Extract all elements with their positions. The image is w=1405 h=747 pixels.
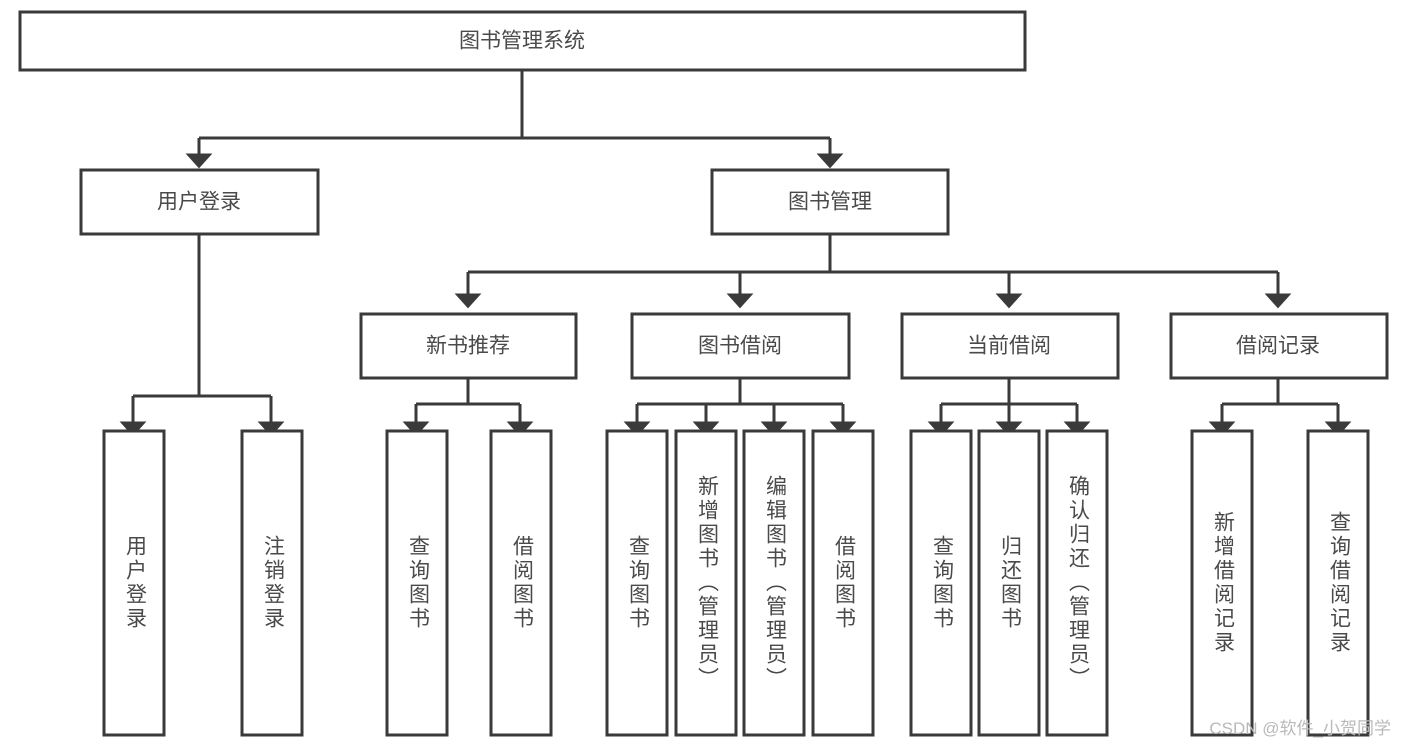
- leaf-current-borrow-query-label: 查询图书: [930, 535, 954, 631]
- leaf-borrow-record-query-label: 查询借阅记录: [1327, 511, 1351, 655]
- connector-borrowrecord-to-leaves: [1208, 378, 1352, 437]
- leaf-current-borrow-return-label: 归还图书: [998, 535, 1022, 631]
- leaf-new-book-borrow-label: 借阅图书: [510, 535, 534, 631]
- connector-bookborrow-to-leaves: [623, 378, 857, 437]
- leaf-new-book-query[interactable]: 查询图书: [385, 429, 449, 737]
- node-book-borrow[interactable]: 图书借阅: [630, 312, 851, 380]
- node-user-login-label: 用户登录: [157, 191, 241, 214]
- leaf-current-borrow-return[interactable]: 归还图书: [977, 429, 1041, 737]
- leaf-user-login-logout-label: 注销登录: [261, 535, 285, 631]
- leaf-borrow-record-add[interactable]: 新增借阅记录: [1190, 429, 1254, 737]
- node-user-login[interactable]: 用户登录: [79, 168, 320, 236]
- node-new-book-recommend[interactable]: 新书推荐: [359, 312, 578, 380]
- leaf-book-borrow-edit[interactable]: 编辑图书（管理员）: [742, 429, 806, 737]
- connector-newbook-to-leaves: [402, 378, 534, 437]
- node-current-borrow-label: 当前借阅: [967, 335, 1051, 358]
- node-root-book-management-system[interactable]: 图书管理系统: [18, 10, 1027, 72]
- leaf-book-borrow-add[interactable]: 新增图书（管理员）: [674, 429, 738, 737]
- leaf-book-borrow-query-label: 查询图书: [626, 535, 650, 631]
- node-current-borrow[interactable]: 当前借阅: [900, 312, 1120, 380]
- connector-userlogin-to-leaves: [119, 234, 285, 437]
- node-book-borrow-label: 图书借阅: [698, 335, 782, 358]
- leaf-user-login-login[interactable]: 用户登录: [102, 429, 166, 737]
- leaf-new-book-query-label: 查询图书: [406, 535, 430, 631]
- leaf-borrow-record-add-label: 新增借阅记录: [1211, 511, 1235, 655]
- leaf-user-login-logout[interactable]: 注销登录: [240, 429, 304, 737]
- node-borrow-record[interactable]: 借阅记录: [1169, 312, 1389, 380]
- leaf-current-borrow-confirm[interactable]: 确认归还（管理员）: [1045, 429, 1109, 737]
- connector-root-to-level2: [185, 70, 844, 169]
- node-book-management[interactable]: 图书管理: [710, 168, 950, 236]
- node-book-management-label: 图书管理: [788, 191, 872, 214]
- leaf-current-borrow-confirm-label: 确认归还（管理员）: [1066, 475, 1090, 691]
- leaf-new-book-borrow[interactable]: 借阅图书: [489, 429, 553, 737]
- connector-bookmgmt-to-level3: [454, 234, 1292, 309]
- node-new-book-recommend-label: 新书推荐: [426, 335, 510, 358]
- leaf-borrow-record-query[interactable]: 查询借阅记录: [1306, 429, 1370, 737]
- leaf-book-borrow-edit-label: 编辑图书（管理员）: [763, 475, 787, 691]
- leaf-current-borrow-query[interactable]: 查询图书: [909, 429, 973, 737]
- leaf-user-login-login-label: 用户登录: [123, 535, 147, 631]
- leaf-book-borrow-add-label: 新增图书（管理员）: [695, 475, 719, 691]
- leaf-book-borrow-borrow-label: 借阅图书: [832, 535, 856, 631]
- leaf-book-borrow-borrow[interactable]: 借阅图书: [811, 429, 875, 737]
- node-borrow-record-label: 借阅记录: [1236, 335, 1320, 358]
- connector-currentborrow-to-leaves: [927, 378, 1091, 437]
- leaf-book-borrow-query[interactable]: 查询图书: [605, 429, 669, 737]
- node-root-label: 图书管理系统: [459, 30, 585, 53]
